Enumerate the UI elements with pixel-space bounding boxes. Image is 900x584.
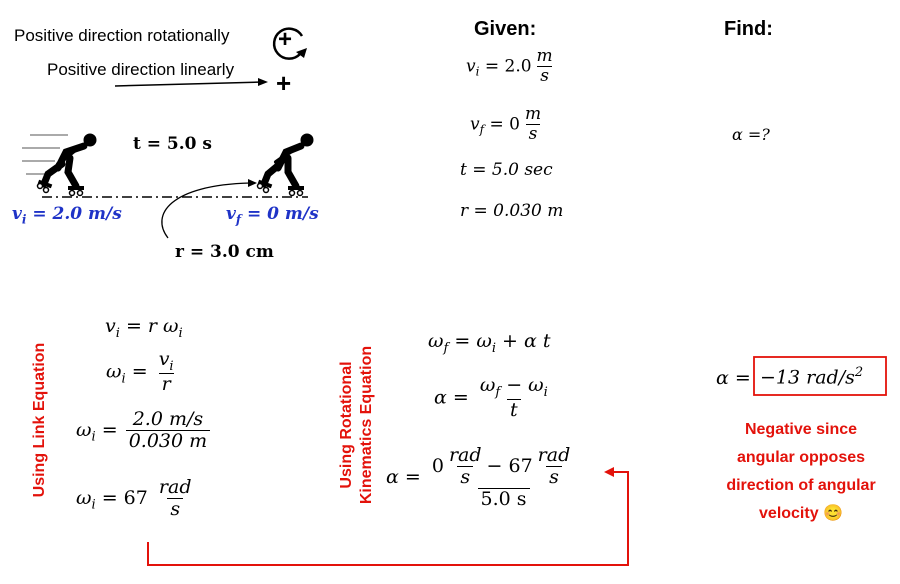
given-radius: r = 0.030 m — [460, 201, 564, 221]
rotation-direction-icon — [272, 27, 307, 60]
linear-plus-symbol: + — [276, 68, 292, 98]
given-vf-sub: f — [479, 122, 485, 137]
time-label: t = 5.0 s — [133, 134, 212, 154]
find-heading: Find: — [724, 18, 773, 40]
given-vi-symbol: v — [466, 56, 476, 77]
radius-label: r = 3.0 cm — [175, 242, 274, 262]
link-eq-1: vi = r ωi — [105, 315, 183, 341]
find-alpha: α =? — [732, 125, 770, 144]
rotational-direction-label: Positive direction rotationally — [14, 26, 230, 45]
rot-eq-1: ωf = ωi + α t — [428, 330, 551, 356]
skater-final-icon — [256, 133, 314, 197]
answer-alpha-label: α = — [716, 367, 751, 389]
vf-symbol: v — [226, 204, 236, 224]
linear-direction-arrow — [114, 78, 268, 87]
vi-subscript: i — [21, 212, 27, 227]
link-equation-label: Using Link Equation — [31, 342, 48, 498]
connector-arrow — [147, 471, 629, 566]
answer-note: Negative since angular opposes direction… — [726, 421, 876, 522]
answer-box — [753, 356, 887, 396]
rotational-label-line2: Kinematics Equation — [358, 345, 375, 505]
smile-icon: 😊 — [823, 505, 843, 522]
rotational-kinematics-label: Using Rotational Kinematics Equation — [337, 330, 377, 520]
vf-subscript: f — [235, 212, 242, 227]
linear-direction-label: Positive direction linearly — [47, 60, 235, 79]
skater-initial-icon — [36, 133, 97, 197]
given-time: t = 5.0 sec — [460, 160, 553, 180]
answer-value: −13 rad/s2 — [760, 365, 864, 389]
rotational-label-line1: Using Rotational — [338, 361, 355, 489]
vi-symbol: v — [12, 204, 22, 224]
vf-value: = 0 m/s — [246, 204, 319, 224]
vi-value: = 2.0 m/s — [32, 204, 122, 224]
rotational-plus-symbol: + — [278, 26, 293, 53]
given-vf-symbol: v — [470, 114, 480, 135]
radius-pointer-arrow — [161, 179, 257, 239]
given-heading: Given: — [474, 18, 537, 40]
given-vi-sub: i — [475, 64, 480, 79]
initial-velocity-label: vi = 2.0 m/s — [12, 204, 122, 226]
final-velocity-label: vf = 0 m/s — [226, 204, 319, 226]
given-vf-value: = 0 — [489, 114, 520, 135]
given-vi-value: = 2.0 — [484, 56, 532, 77]
